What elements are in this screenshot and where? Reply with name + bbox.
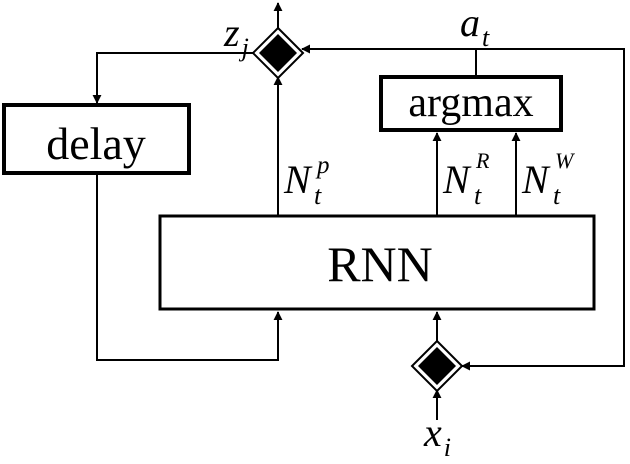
svg-text:N: N [521, 157, 551, 202]
rnn-label: RNN [327, 236, 433, 292]
delay-label: delay [46, 118, 146, 169]
argmax-block: argmax [379, 75, 563, 132]
argmax-label: argmax [408, 80, 533, 126]
delay-feed-wire [92, 52, 256, 104]
at-to-bottom-switch-wire [461, 48, 625, 371]
np-label: N p t [283, 152, 330, 210]
connectors [92, 2, 625, 420]
svg-text:p: p [315, 152, 330, 179]
svg-text:W: W [555, 148, 575, 173]
delay-block: delay [2, 103, 191, 175]
svg-text:R: R [475, 148, 490, 173]
svg-text:N: N [283, 157, 313, 202]
action-label: at [460, 0, 490, 52]
delay-feedback-wire [96, 173, 283, 361]
svg-text:t: t [553, 181, 561, 210]
z-output-label: zj [223, 10, 249, 62]
svg-text:t: t [474, 181, 482, 210]
nw-label: N W t [521, 148, 575, 210]
top-switch [251, 26, 305, 80]
input-label: xi [423, 410, 451, 462]
bottom-switch [410, 339, 464, 393]
svg-text:N: N [442, 157, 472, 202]
nr-label: N R t [442, 148, 490, 210]
svg-text:t: t [314, 181, 322, 210]
rnn-block: RNN [158, 214, 596, 311]
